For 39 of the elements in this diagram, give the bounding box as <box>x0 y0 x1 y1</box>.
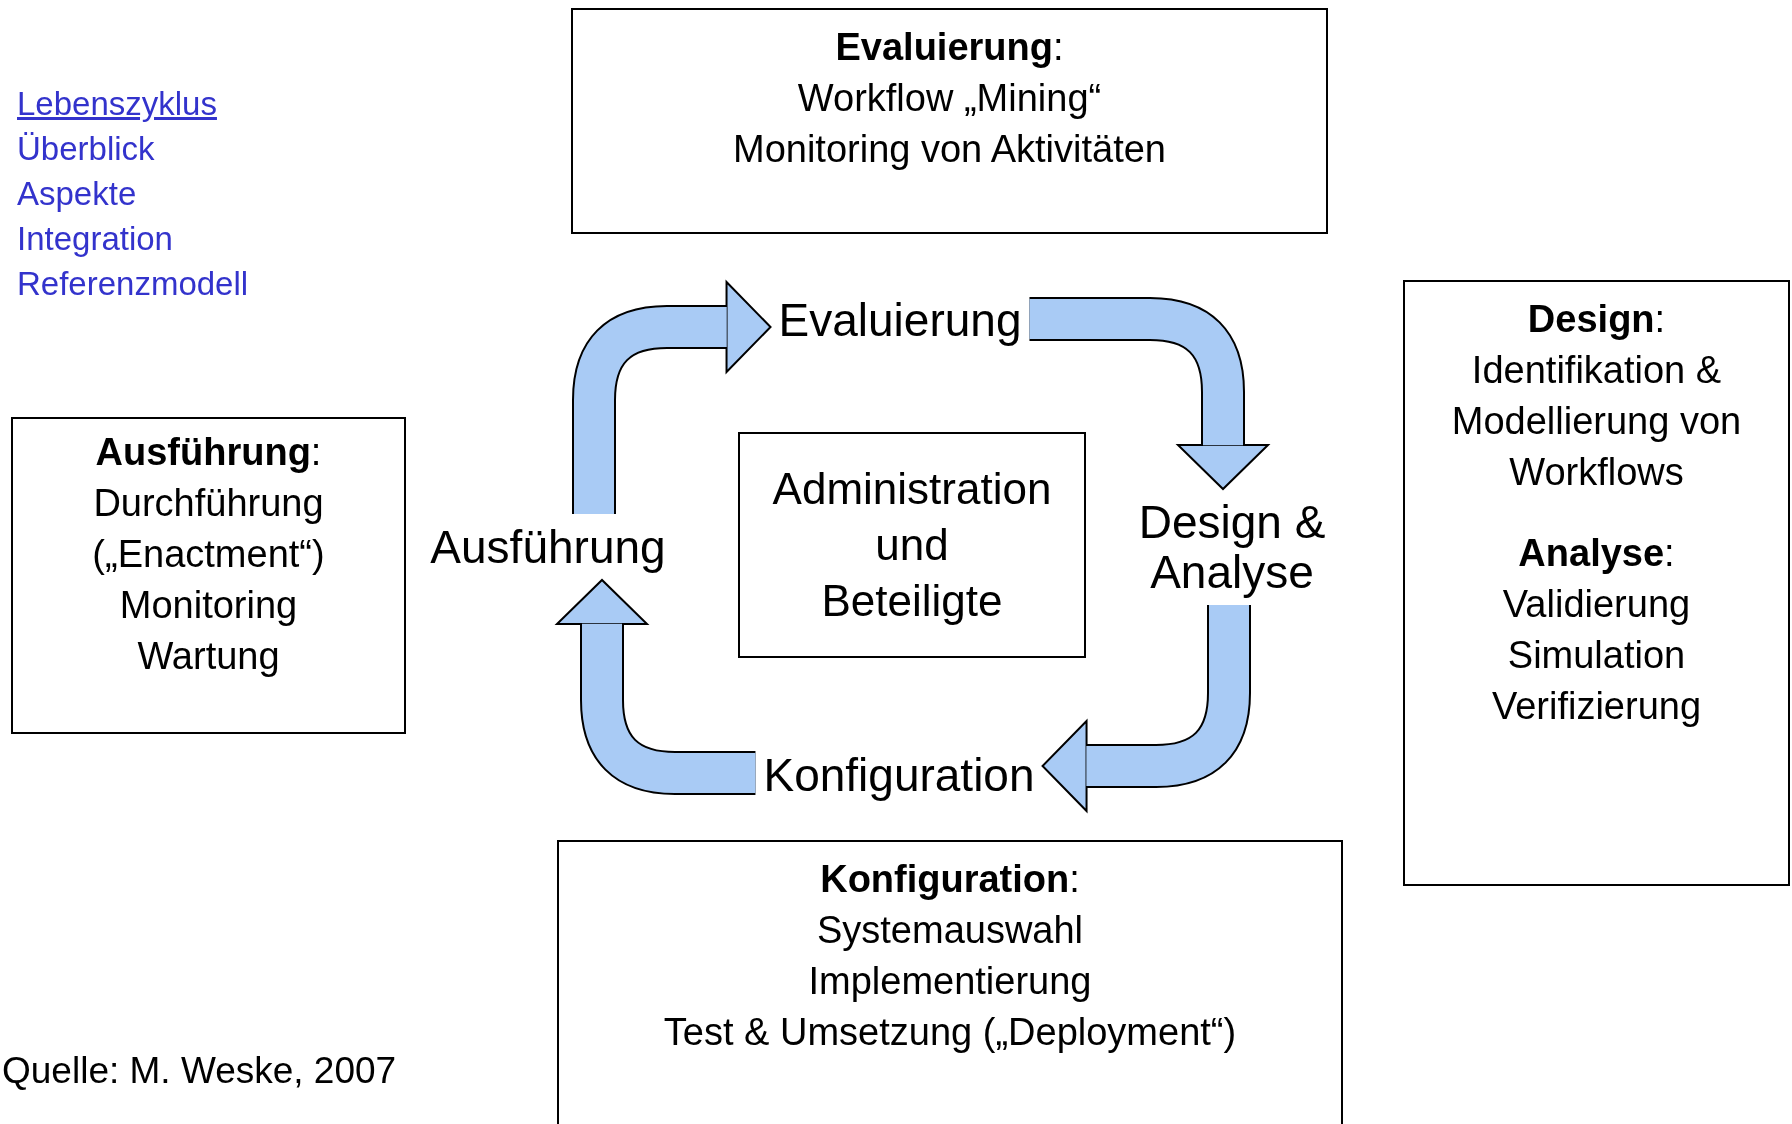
box-heading: Design: <box>1527 297 1666 342</box>
nav-link: Lebenszyklus <box>17 84 217 124</box>
box-text: Beteiligte <box>821 575 1003 627</box>
box-text: Identifikation & Modellierung von Workflows <box>1450 348 1743 495</box>
text-box <box>571 8 1328 234</box>
box-text: und <box>875 519 949 571</box>
block-arrow <box>1029 297 1269 490</box>
box-text: Simulation <box>1507 633 1686 678</box>
nav-link: Überblick <box>17 129 155 169</box>
box-text: Test & Umsetzung („Deployment“) <box>663 1010 1237 1055</box>
cycle-label: Ausführung <box>430 522 666 572</box>
center-box <box>738 432 1086 658</box>
nav-link: Integration <box>17 219 173 259</box>
box-text: Monitoring von Aktivitäten <box>733 127 1166 172</box>
box-text: Implementierung <box>808 959 1092 1004</box>
block-arrow <box>556 579 756 795</box>
cycle-label: Konfiguration <box>763 750 1035 800</box>
box-heading: Analyse: <box>1518 531 1675 576</box>
text-box <box>1403 280 1790 886</box>
box-text: Monitoring <box>119 583 298 628</box>
box-heading: Ausführung: <box>95 430 322 475</box>
nav-link: Referenzmodell <box>17 264 249 304</box>
box-text: Systemauswahl <box>816 908 1084 953</box>
block-arrow <box>1041 605 1251 812</box>
box-text: Verifizierung <box>1491 684 1702 729</box>
text-box <box>557 840 1343 1124</box>
box-heading: Konfiguration: <box>820 857 1080 902</box>
box-text: Administration <box>772 463 1052 515</box>
cycle-label: Evaluierung <box>778 295 1022 345</box>
block-arrow <box>572 281 772 514</box>
nav-link: Aspekte <box>17 174 137 214</box>
box-text: Workflow „Mining“ <box>797 76 1102 121</box>
text-box <box>11 417 406 734</box>
box-text: Durchführung („Enactment“) <box>91 481 326 577</box>
source-caption: Quelle: M. Weske, 2007 <box>2 1050 397 1092</box>
box-text: Wartung <box>137 634 280 679</box>
box-heading: Evaluierung: <box>835 25 1064 70</box>
cycle-label: Design & Analyse <box>1124 497 1340 597</box>
box-text: Validierung <box>1502 582 1691 627</box>
